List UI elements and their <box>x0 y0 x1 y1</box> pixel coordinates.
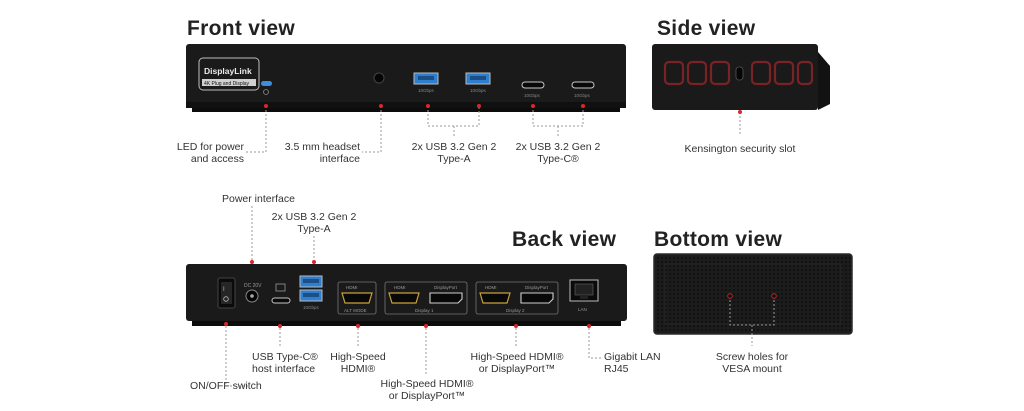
svg-text:HDMI: HDMI <box>346 285 358 290</box>
dp-port-display1 <box>429 292 463 304</box>
label-kensington: Kensington security slot <box>684 143 796 155</box>
label-hdmi-dp2: High-Speed HDMI®or DisplayPort™ <box>470 351 564 375</box>
svg-text:Display 1: Display 1 <box>415 308 434 313</box>
bottom-view-title: Bottom view <box>654 228 783 251</box>
svg-text:10Gbps: 10Gbps <box>574 93 591 98</box>
svg-text:DisplayPort: DisplayPort <box>525 285 549 290</box>
brand-sub-text: 4K Plug and Display <box>204 81 250 87</box>
svg-text:10Gbps: 10Gbps <box>524 93 541 98</box>
front-device: DisplayLink 4K Plug and Display 10Gbps 1… <box>186 44 626 112</box>
side-device <box>652 44 830 110</box>
hdmi-port-display1 <box>388 292 420 304</box>
back-device: I DC 20V 10Gbps HDMI ALT MODE HDMI Displ… <box>186 264 627 326</box>
svg-text:Display 2: Display 2 <box>506 308 525 313</box>
callout-markers <box>224 104 742 328</box>
side-view-title: Side view <box>657 17 756 40</box>
kensington-slot <box>735 66 744 81</box>
label-hdmi-dp1: High-Speed HDMI®or DisplayPort™ <box>380 378 474 402</box>
svg-text:DisplayPort: DisplayPort <box>434 285 458 290</box>
svg-text:HDMI: HDMI <box>485 285 497 290</box>
svg-text:LAN: LAN <box>578 307 587 312</box>
headset-jack <box>373 72 385 84</box>
label-onoff: ON/OFF switch <box>190 380 262 392</box>
label-power: Power interface <box>222 193 295 205</box>
svg-text:10Gbps: 10Gbps <box>303 305 320 310</box>
svg-text:10Gbps: 10Gbps <box>470 88 487 93</box>
svg-text:DC 20V: DC 20V <box>244 283 262 289</box>
front-view-title: Front view <box>187 17 296 40</box>
svg-text:I: I <box>223 287 225 293</box>
label-usb-c-host: USB Type-C®host interface <box>252 351 318 375</box>
bottom-device <box>653 253 853 335</box>
leader-lines <box>225 106 775 387</box>
front-usb-c-2 <box>571 81 595 89</box>
usb-c-host-port <box>271 297 291 304</box>
svg-text:10Gbps: 10Gbps <box>418 88 435 93</box>
hdmi-port-display2 <box>479 292 511 304</box>
hdmi-port-altmode <box>341 292 373 304</box>
dp-port-display2 <box>520 292 554 304</box>
vesa-hole-left <box>727 293 733 299</box>
brand-text: DisplayLink <box>204 66 252 76</box>
back-view-title: Back view <box>512 228 617 251</box>
power-led <box>261 81 272 86</box>
svg-text:ALT MODE: ALT MODE <box>344 308 367 313</box>
vesa-hole-right <box>771 293 777 299</box>
power-icon <box>263 89 269 95</box>
front-usb-c-1 <box>521 81 545 89</box>
displaylink-badge <box>198 57 260 91</box>
svg-text:HDMI: HDMI <box>394 285 406 290</box>
